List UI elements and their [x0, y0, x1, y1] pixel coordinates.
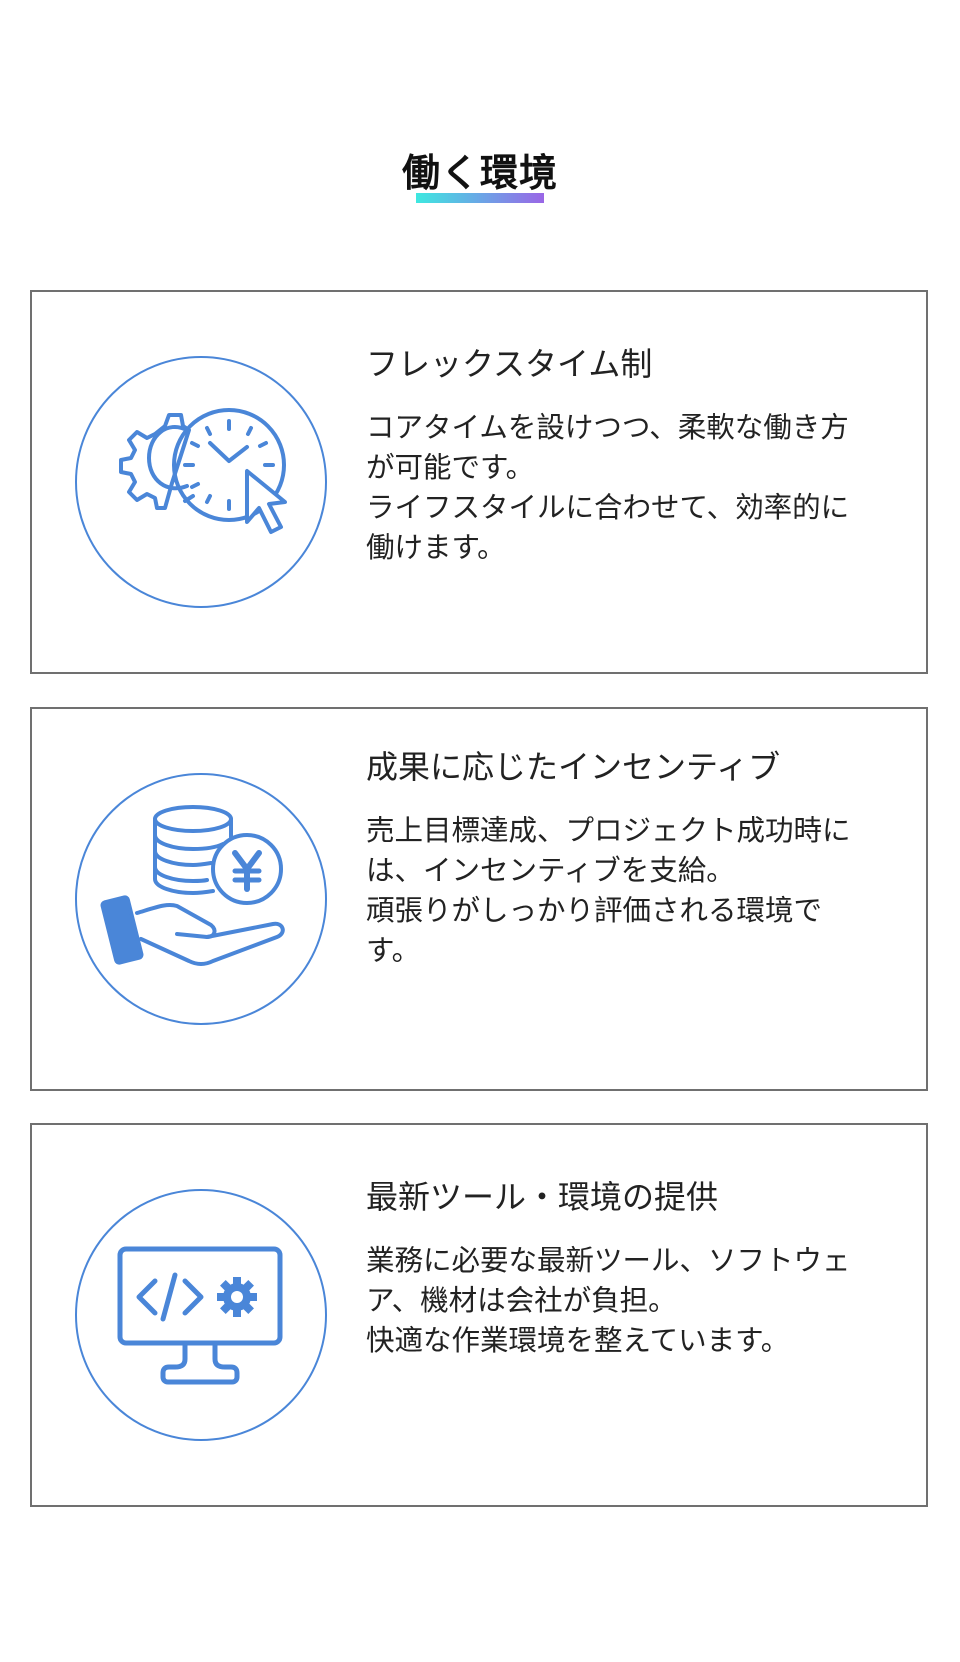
- body-line: が可能です。: [366, 451, 535, 484]
- body-line: 売上目標達成、プロジェクト成功時に: [366, 814, 851, 847]
- card-body: コアタイムを設けつつ、柔軟な働き方 が可能です。 ライフスタイルに合わせて、効率…: [366, 408, 886, 568]
- body-line: す。: [366, 934, 421, 967]
- card-title: 最新ツール・環境の提供: [366, 1178, 719, 1216]
- body-line: 頑張りがしっかり評価される環境で: [366, 894, 823, 927]
- body-line: 業務に必要な最新ツール、ソフトウェ: [366, 1244, 851, 1277]
- body-line: は、インセンティブを支給。: [366, 854, 735, 887]
- feature-card-flextime: フレックスタイム制 コアタイムを設けつつ、柔軟な働き方 が可能です。 ライフスタ…: [30, 290, 928, 674]
- card-body: 売上目標達成、プロジェクト成功時に は、インセンティブを支給。 頑張りがしっかり…: [366, 811, 886, 971]
- feature-card-tools: 最新ツール・環境の提供 業務に必要な最新ツール、ソフトウェ ア、機材は会社が負担…: [30, 1123, 928, 1507]
- card-text: 成果に応じたインセンティブ 売上目標達成、プロジェクト成功時に は、インセンティ…: [366, 747, 886, 971]
- card-body: 業務に必要な最新ツール、ソフトウェ ア、機材は会社が負担。 快適な作業環境を整え…: [366, 1241, 886, 1361]
- body-line: 快適な作業環境を整えています。: [366, 1324, 790, 1357]
- body-line: 働けます。: [366, 531, 506, 564]
- card-title: 成果に応じたインセンティブ: [366, 748, 781, 786]
- monitor-code-gear-icon: [75, 1189, 327, 1441]
- hand-coins-yen-icon: [75, 773, 327, 1025]
- gear-clock-cursor-icon: [75, 356, 327, 608]
- section-title: 働く環境: [401, 150, 558, 195]
- body-line: コアタイムを設けつつ、柔軟な働き方: [366, 411, 849, 444]
- title-accent-bar: [416, 193, 544, 203]
- body-line: ア、機材は会社が負担。: [366, 1284, 677, 1317]
- card-text: フレックスタイム制 コアタイムを設けつつ、柔軟な働き方 が可能です。 ライフスタ…: [366, 344, 886, 568]
- feature-card-incentive: 成果に応じたインセンティブ 売上目標達成、プロジェクト成功時に は、インセンティ…: [30, 707, 928, 1091]
- card-title: フレックスタイム制: [366, 345, 653, 383]
- card-text: 最新ツール・環境の提供 業務に必要な最新ツール、ソフトウェ ア、機材は会社が負担…: [366, 1177, 886, 1361]
- body-line: ライフスタイルに合わせて、効率的に: [366, 491, 850, 524]
